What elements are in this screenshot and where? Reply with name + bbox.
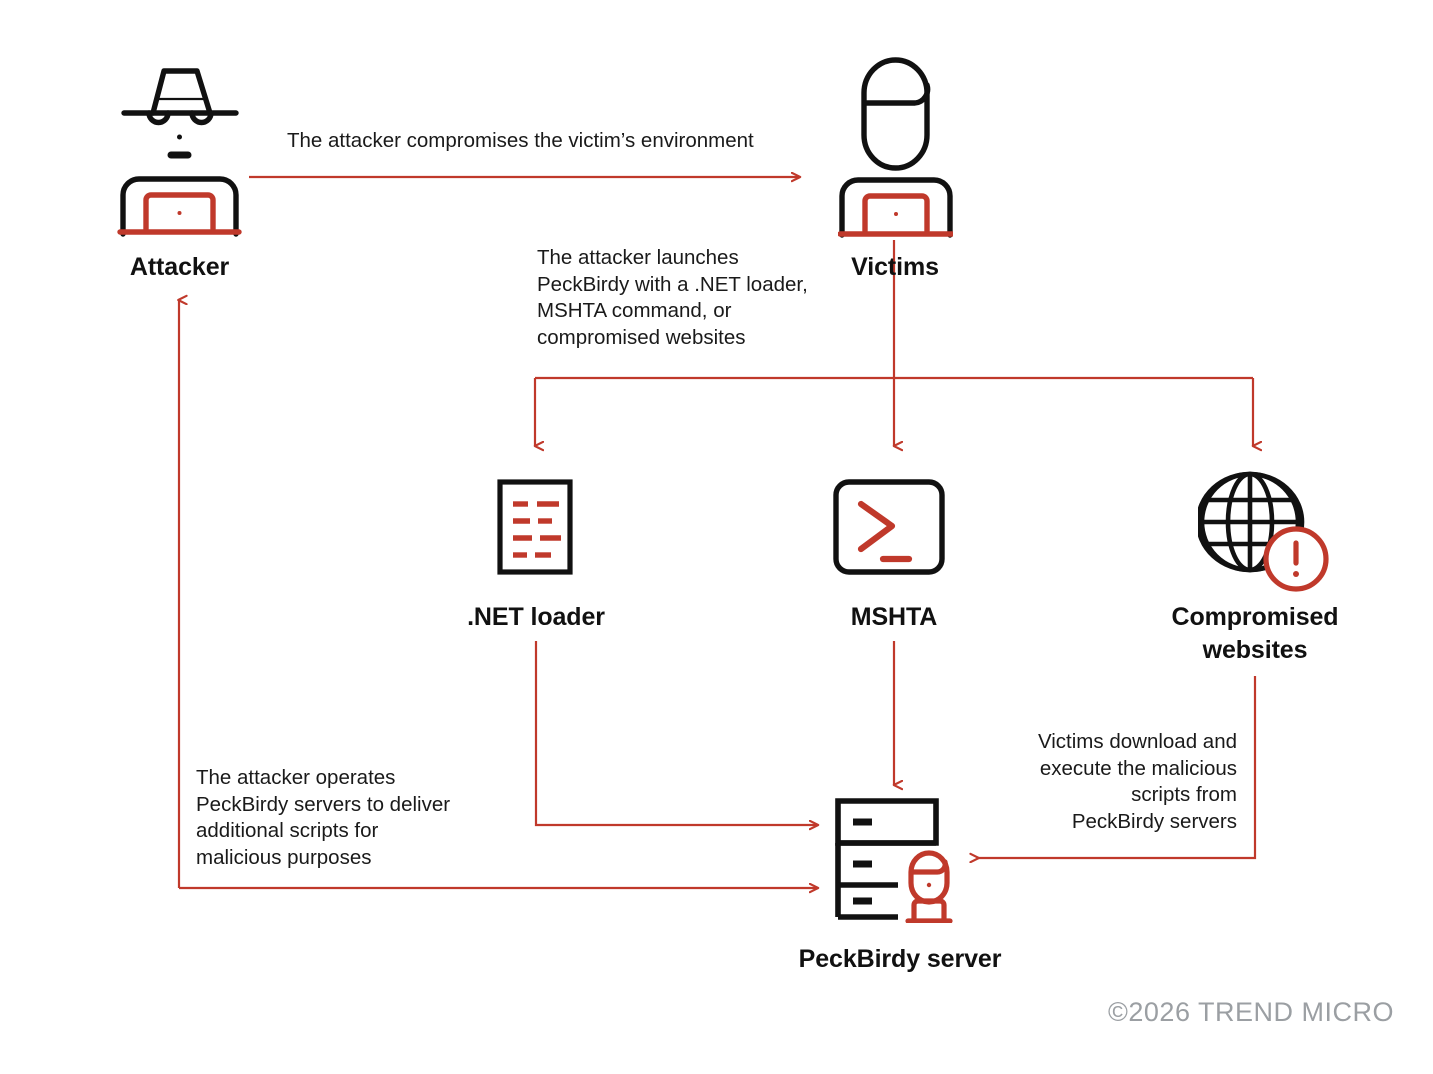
- node-net-loader[interactable]: [497, 479, 573, 575]
- node-label-peckbirdy-server: PeckBirdy server: [798, 945, 1002, 973]
- node-label-compromised-websites: Compromised websites: [1171, 603, 1339, 664]
- node-label-mshta: MSHTA: [850, 603, 938, 631]
- node-label-victims: Victims: [851, 253, 939, 281]
- node-attacker[interactable]: [112, 58, 247, 238]
- node-peckbirdy-server[interactable]: [832, 795, 972, 924]
- node-label-attacker: Attacker: [129, 253, 230, 281]
- node-compromised-websites[interactable]: [1195, 470, 1332, 595]
- code-document-icon: [497, 479, 573, 575]
- copyright-notice: ©2026 TREND MICRO: [1108, 997, 1394, 1027]
- terminal-console-icon: [833, 479, 945, 575]
- caption-compromise: The attacker compromises the victim’s en…: [287, 129, 754, 152]
- person-laptop-icon: [837, 57, 955, 238]
- caption-launch: The attacker launches PeckBirdy with a .…: [537, 246, 808, 349]
- caption-download: Victims download and execute the malicio…: [1037, 730, 1237, 833]
- spy-hat-laptop-icon: [117, 68, 242, 237]
- node-victims[interactable]: [837, 55, 955, 240]
- globe-warning-icon: [1195, 471, 1329, 592]
- server-rack-person-icon: [835, 798, 953, 924]
- caption-operate: The attacker operates PeckBirdy servers …: [196, 766, 451, 869]
- arrow-net-loader-to-server: [534, 641, 818, 825]
- node-label-net-loader: .NET loader: [467, 603, 605, 631]
- node-mshta[interactable]: [833, 479, 945, 575]
